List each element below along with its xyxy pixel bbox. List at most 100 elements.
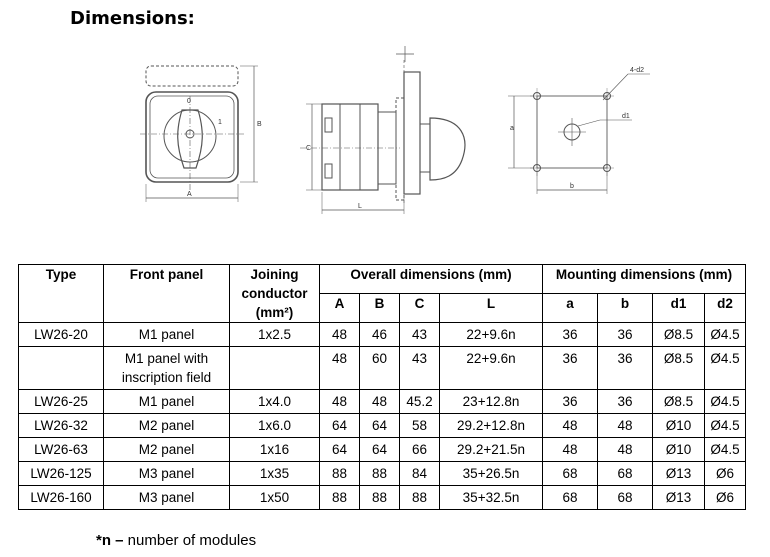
cell-C: 66 <box>399 437 440 462</box>
cell-a: 68 <box>542 461 599 486</box>
header-joining-line1: Joining <box>250 267 299 282</box>
side-view-drawing <box>300 46 466 214</box>
dimensions-table: Type Front panel Joining conductor (mm²)… <box>18 264 747 510</box>
header-joining-conductor: Joining conductor (mm²) <box>229 264 320 323</box>
header-mounting-dimensions: Mounting dimensions (mm) <box>542 264 747 294</box>
header-joining-line3: (mm²) <box>255 305 294 320</box>
cell-conductor: 1x4.0 <box>229 389 320 414</box>
cell-a: 36 <box>542 322 599 347</box>
cell-A: 64 <box>319 413 360 438</box>
cell-d2: Ø4.5 <box>704 389 747 414</box>
leader-4d2 <box>602 73 629 101</box>
cell-type: LW26-63 <box>18 437 104 462</box>
cell-B: 88 <box>359 485 400 510</box>
cell-A: 64 <box>319 437 360 462</box>
cell-panel: M3 panel <box>103 461 230 486</box>
label-dim-b: b <box>570 183 574 190</box>
cell-b: 68 <box>597 485 654 510</box>
cell-A: 48 <box>319 389 360 414</box>
cell-L: 29.2+12.8n <box>438 413 544 438</box>
cell-B: 46 <box>359 322 400 347</box>
front-bezel <box>403 71 421 195</box>
terminal-bottom <box>324 163 333 179</box>
cell-L: 35+32.5n <box>438 485 544 510</box>
header-C: C <box>399 293 440 323</box>
header-joining-line2: conductor <box>241 286 308 301</box>
cell-a: 48 <box>542 413 599 438</box>
cell-C: 88 <box>399 485 440 510</box>
cell-a: 48 <box>542 437 599 462</box>
table-row: LW26-32 M2 panel 1x6.0 64 64 58 29.2+12.… <box>18 413 747 438</box>
cell-d1: Ø13 <box>652 485 706 510</box>
leader-d1 <box>577 119 601 127</box>
label-dim-A: A <box>187 191 192 198</box>
front-view-drawing <box>140 65 258 202</box>
header-type: Type <box>18 264 104 323</box>
front-panel-outline <box>145 91 239 183</box>
footnote-symbol: *n – <box>96 532 124 549</box>
label-position-one: 1 <box>218 119 222 126</box>
cell-L: 29.2+21.5n <box>438 437 544 462</box>
footnote-text: number of modules <box>123 532 257 549</box>
cell-A: 48 <box>319 346 360 390</box>
cell-C: 43 <box>399 346 440 390</box>
cell-A: 88 <box>319 485 360 510</box>
table-row: LW26-63 M2 panel 1x16 64 64 66 29.2+21.5… <box>18 437 747 462</box>
header-L: L <box>438 293 544 323</box>
label-position-zero: 0 <box>187 98 191 105</box>
cell-C: 43 <box>399 322 440 347</box>
header-d2: d2 <box>704 293 747 323</box>
cell-d2: Ø4.5 <box>704 437 747 462</box>
cell-type: LW26-32 <box>18 413 104 438</box>
cell-type: LW26-20 <box>18 322 104 347</box>
label-dim-L: L <box>358 203 362 210</box>
header-a: a <box>542 293 599 323</box>
knob-side <box>429 117 466 181</box>
cell-b: 36 <box>597 346 654 390</box>
cell-B: 48 <box>359 389 400 414</box>
cell-B: 64 <box>359 413 400 438</box>
label-dim-a: a <box>510 125 514 132</box>
inscription-field-outline <box>145 65 239 87</box>
cell-C: 84 <box>399 461 440 486</box>
footnote: *n – number of modules <box>96 532 256 549</box>
label-dim-B: B <box>257 121 262 128</box>
table-row: LW26-125 M3 panel 1x35 88 88 84 35+26.5n… <box>18 461 747 486</box>
cell-L: 35+26.5n <box>438 461 544 486</box>
cell-d2: Ø6 <box>704 461 747 486</box>
technical-drawings: 0 1 A B C L <box>140 46 650 214</box>
cell-conductor: 1x2.5 <box>229 322 320 347</box>
table-row: LW26-160 M3 panel 1x50 88 88 88 35+32.5n… <box>18 485 747 510</box>
cell-type: LW26-125 <box>18 461 104 486</box>
cell-b: 68 <box>597 461 654 486</box>
cell-type: LW26-160 <box>18 485 104 510</box>
cell-d1: Ø10 <box>652 437 706 462</box>
table-row: M1 panel with inscription field 48 60 43… <box>18 346 747 390</box>
cell-B: 88 <box>359 461 400 486</box>
cell-panel: M1 panel with inscription field <box>103 346 230 390</box>
cell-b: 48 <box>597 413 654 438</box>
switch-body <box>321 103 379 191</box>
header-d1: d1 <box>652 293 706 323</box>
cell-d1: Ø13 <box>652 461 706 486</box>
table-row: LW26-20 M1 panel 1x2.5 48 46 43 22+9.6n … <box>18 322 747 347</box>
label-4d2: 4-d2 <box>630 67 644 74</box>
cell-A: 88 <box>319 461 360 486</box>
cell-A: 48 <box>319 322 360 347</box>
cell-panel: M1 panel <box>103 322 230 347</box>
panel-plate <box>395 97 405 201</box>
cell-b: 36 <box>597 322 654 347</box>
cell-panel: M1 panel <box>103 389 230 414</box>
cell-a: 36 <box>542 346 599 390</box>
label-d1: d1 <box>622 113 630 120</box>
mounting-view-drawing <box>508 73 650 194</box>
front-panel-inner <box>149 95 235 179</box>
cell-d1: Ø10 <box>652 413 706 438</box>
cell-d2: Ø4.5 <box>704 413 747 438</box>
cell-type <box>18 346 104 390</box>
header-front-panel: Front panel <box>103 264 230 323</box>
cell-panel: M2 panel <box>103 413 230 438</box>
cell-d1: Ø8.5 <box>652 389 706 414</box>
knob-handle <box>177 109 203 169</box>
table-row: LW26-25 M1 panel 1x4.0 48 48 45.2 23+12.… <box>18 389 747 414</box>
